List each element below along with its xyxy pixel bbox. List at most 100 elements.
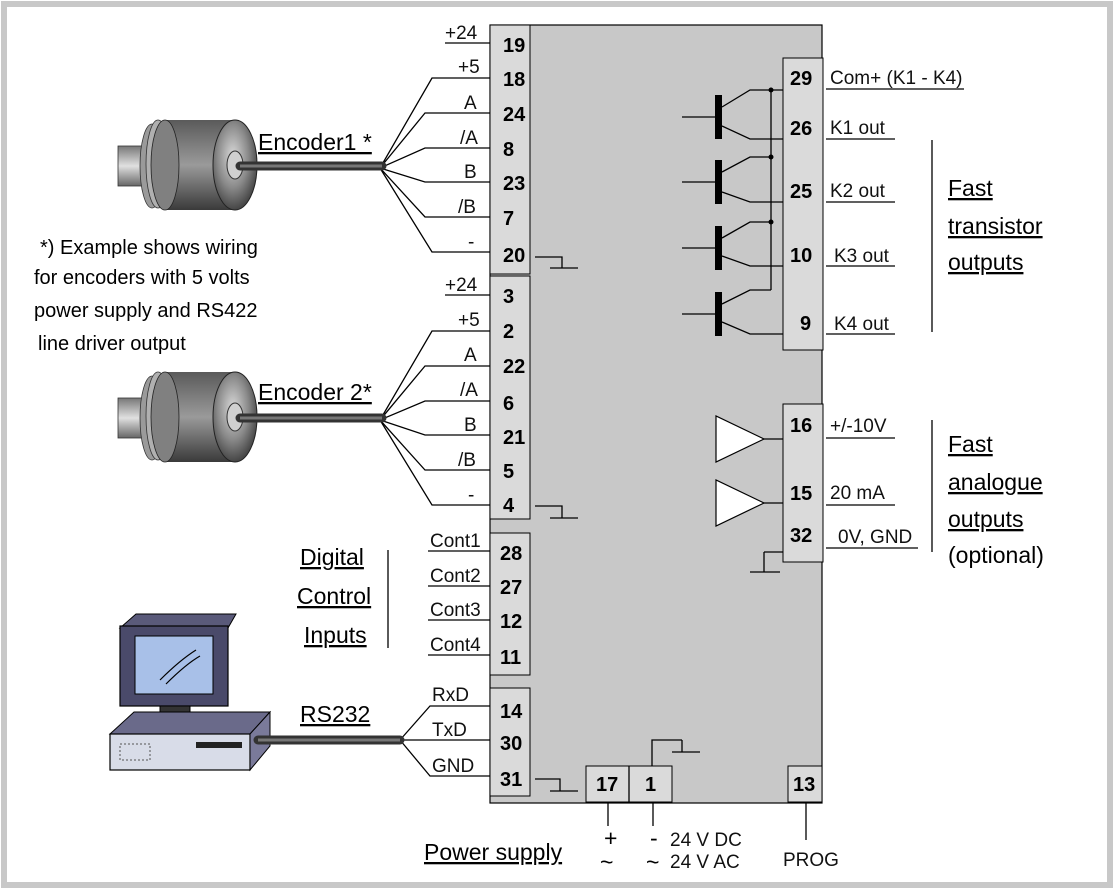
pin-number: 32 — [790, 525, 812, 547]
computer-icon — [108, 613, 405, 772]
power-tilde: ~ — [600, 849, 613, 875]
signal-label: GND — [432, 756, 474, 777]
power-minus-sign: - — [650, 825, 658, 851]
signal-label: K1 out — [830, 118, 886, 139]
pin-number: 16 — [790, 415, 812, 437]
signal-label: A — [464, 345, 477, 366]
pin-number: 24 — [503, 104, 526, 126]
pin-number: 3 — [503, 286, 514, 308]
signal-label: +5 — [458, 310, 480, 331]
analogue-outputs: 16 15 32 +/-10V 20 mA 0V, GND Fast analo… — [715, 415, 1044, 573]
terminal-strip-transistor — [782, 57, 824, 351]
signal-label: Cont4 — [430, 635, 481, 656]
encoder2-label: Encoder 2* — [258, 379, 372, 405]
signal-label: K4 out — [834, 314, 890, 335]
signal-label: +24 — [445, 23, 478, 44]
signal-label: K2 out — [830, 181, 886, 202]
digital-label-line: Inputs — [304, 622, 367, 648]
signal-label: /A — [460, 128, 478, 149]
terminal-strip-prog — [787, 765, 823, 803]
signal-label: /A — [460, 380, 478, 401]
transistor-label-line: outputs — [948, 249, 1023, 275]
pin-number: 7 — [503, 208, 514, 230]
encoder2-pins: 3 2 22 6 21 5 4 +24 +5 A /A B /B - — [379, 275, 578, 519]
pin-number: 28 — [500, 543, 522, 565]
signal-label: B — [464, 415, 477, 436]
transistor-outputs: 29 26 25 10 9 Com+ (K1 - K4) K1 out K2 o… — [682, 68, 1043, 336]
pin-number: 10 — [790, 245, 812, 267]
footnote: *) Example shows wiring for encoders wit… — [34, 237, 258, 355]
transistor-label-line: Fast — [948, 175, 993, 201]
signal-label: B — [464, 162, 477, 183]
rs232-section: 14 30 31 RxD TxD GND RS232 — [108, 613, 578, 792]
footnote-line: *) Example shows wiring — [40, 237, 258, 259]
pin-number: 18 — [503, 69, 525, 91]
footnote-line: line driver output — [38, 333, 186, 355]
analogue-label-line: (optional) — [948, 542, 1044, 568]
signal-label: /B — [458, 197, 476, 218]
footnote-line: for encoders with 5 volts — [34, 267, 250, 289]
encoder1-label: Encoder1 * — [258, 129, 372, 155]
prog-label: PROG — [783, 850, 839, 871]
signal-label: +24 — [445, 275, 478, 296]
power-ac-label: 24 V AC — [670, 852, 740, 873]
pin-number: 23 — [503, 173, 525, 195]
pin-number: 17 — [596, 774, 618, 796]
signal-label: RxD — [432, 685, 469, 706]
analogue-label-line: Fast — [948, 431, 993, 457]
signal-label: Cont1 — [430, 531, 481, 552]
signal-label: Cont3 — [430, 600, 481, 621]
terminal-strip-encoder1 — [489, 24, 531, 275]
signal-label: Com+ (K1 - K4) — [830, 68, 963, 89]
signal-label: K3 out — [834, 246, 890, 267]
pin-number: 25 — [790, 181, 812, 203]
pin-number: 12 — [500, 611, 522, 633]
pin-number: 8 — [503, 139, 514, 161]
pin-number: 2 — [503, 321, 514, 343]
power-plus-sign: + — [604, 825, 617, 851]
pin-number: 27 — [500, 577, 522, 599]
pin-number: 11 — [500, 647, 521, 669]
digital-inputs: 28 27 12 11 Cont1 Cont2 Cont3 Cont4 Digi… — [297, 531, 522, 669]
signal-label: +/-10V — [830, 416, 887, 437]
pin-number: 1 — [645, 774, 656, 796]
pin-number: 9 — [800, 313, 811, 335]
pin-number: 19 — [503, 35, 525, 57]
encoder2-device — [117, 371, 387, 463]
power-dc-label: 24 V DC — [670, 830, 742, 851]
pin-number: 30 — [500, 733, 522, 755]
pin-number: 22 — [503, 356, 525, 378]
footnote-line: power supply and RS422 — [34, 300, 257, 322]
pin-number: 15 — [790, 483, 812, 505]
signal-label: - — [468, 232, 474, 253]
signal-label: +5 — [458, 57, 480, 78]
signal-label: 20 mA — [830, 483, 885, 504]
pin-number: 20 — [503, 245, 525, 267]
pin-number: 4 — [503, 495, 515, 517]
module-body — [489, 24, 823, 804]
terminal-strip-digital — [489, 532, 531, 676]
terminal-strip-analogue — [782, 403, 824, 563]
rs232-label: RS232 — [300, 701, 370, 727]
digital-label-line: Digital — [300, 544, 364, 570]
encoder1-device — [117, 119, 387, 211]
pin-number: 14 — [500, 701, 523, 723]
pin-number: 21 — [503, 427, 525, 449]
power-supply-label: Power supply — [424, 839, 563, 865]
power-tilde: ~ — [646, 849, 659, 875]
pin-number: 6 — [503, 393, 514, 415]
pin-number: 31 — [500, 769, 522, 791]
pin-number: 13 — [793, 774, 815, 796]
pin-number: 26 — [790, 118, 812, 140]
digital-label-line: Control — [297, 583, 371, 609]
transistor-label-line: transistor — [948, 213, 1043, 239]
power-supply: 17 1 13 + - ~ ~ 24 V DC 24 V AC PROG Pow… — [424, 739, 839, 875]
signal-label: Cont2 — [430, 566, 481, 587]
signal-label: 0V, GND — [838, 527, 912, 548]
encoder1-pins: 19 18 24 8 23 7 20 +24 +5 A /A B /B - — [379, 23, 578, 269]
signal-label: /B — [458, 450, 476, 471]
signal-label: TxD — [432, 720, 467, 741]
analogue-label-line: analogue — [948, 469, 1043, 495]
